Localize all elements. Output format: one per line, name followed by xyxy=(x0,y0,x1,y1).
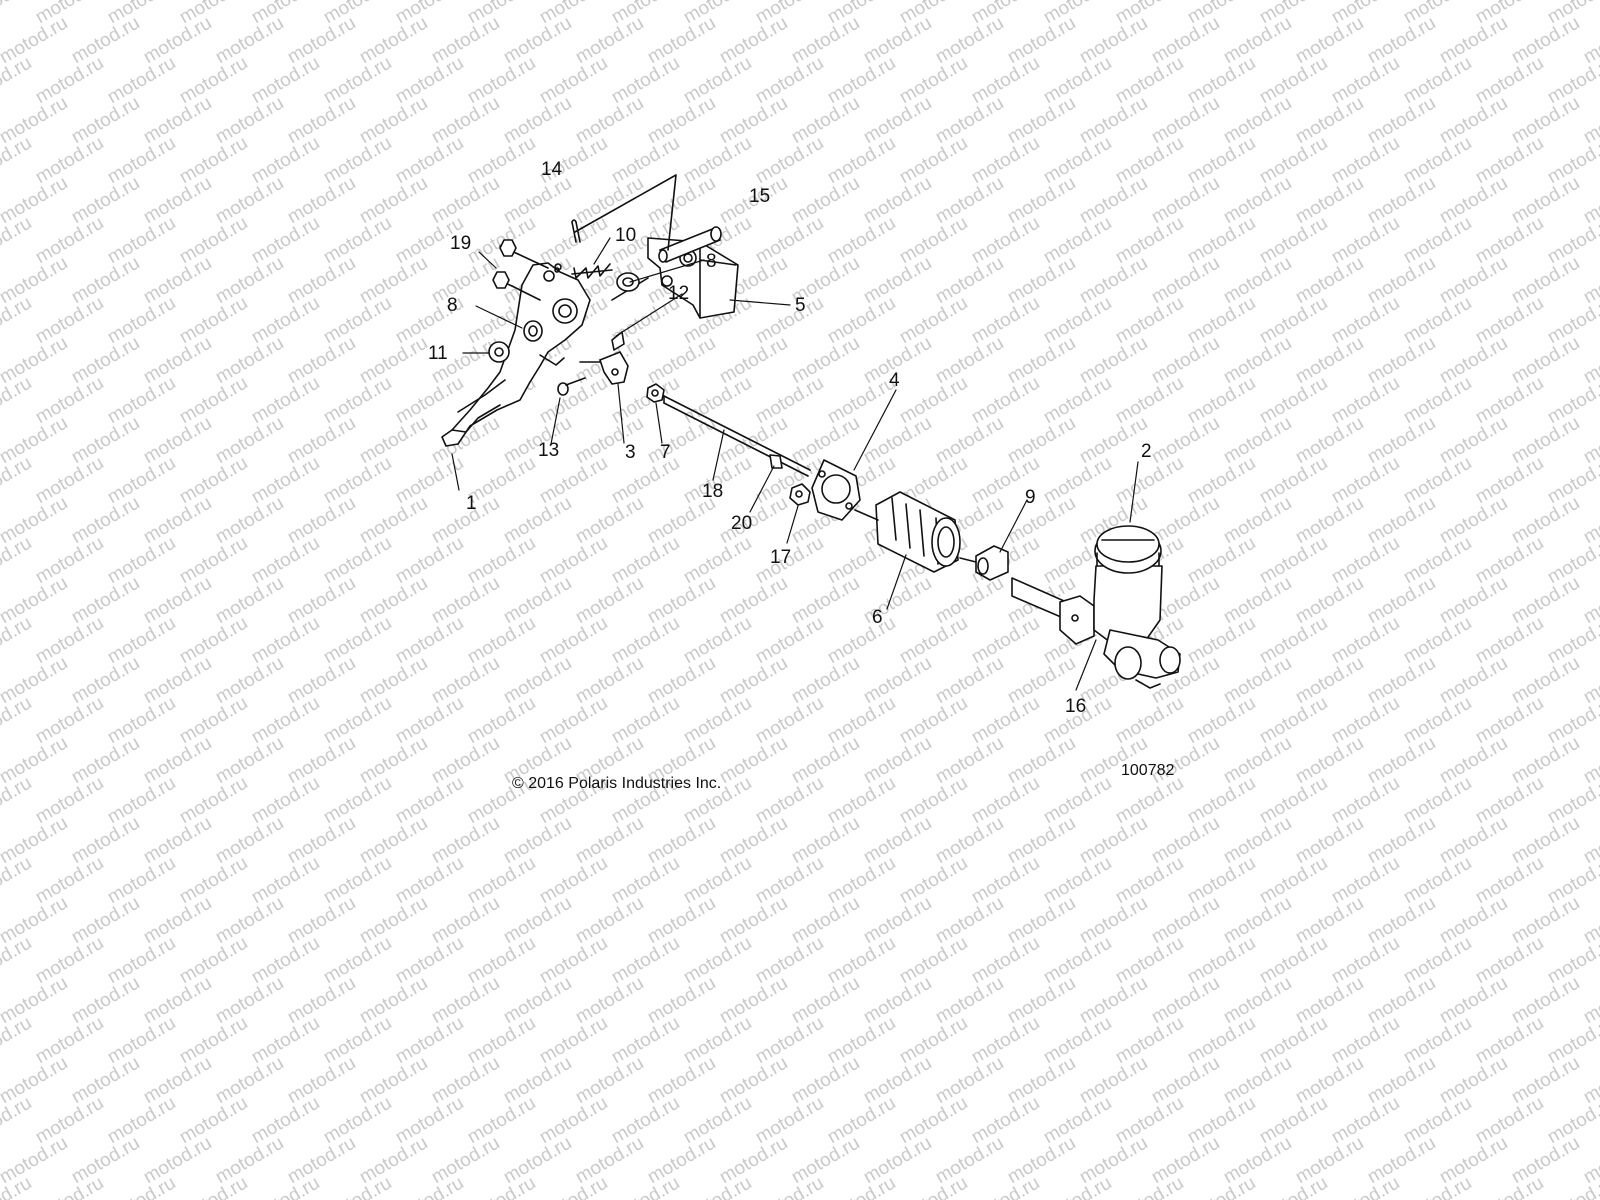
figure-code: 100782 xyxy=(1121,762,1175,779)
push-rod xyxy=(663,395,811,477)
callout-8b: 8 xyxy=(447,295,458,316)
callout-7: 7 xyxy=(660,442,671,463)
callout-3: 3 xyxy=(625,442,636,463)
callout-8a: 8 xyxy=(706,251,717,272)
callout-12: 12 xyxy=(668,283,690,304)
callout-10: 10 xyxy=(615,225,637,246)
bushing-upper xyxy=(616,272,640,292)
return-spring xyxy=(571,263,613,279)
callout-14: 14 xyxy=(541,159,563,180)
pedal-pin xyxy=(557,377,586,396)
callout-6: 6 xyxy=(872,607,883,628)
callout-13: 13 xyxy=(538,440,560,461)
callout-5: 5 xyxy=(795,295,806,316)
callout-4: 4 xyxy=(889,370,900,391)
washer xyxy=(488,341,510,363)
push-rod-adapter xyxy=(959,545,1009,581)
bolt-lower xyxy=(492,271,541,301)
callout-16: 16 xyxy=(1065,696,1087,717)
clevis-yoke xyxy=(579,351,629,385)
callout-15: 15 xyxy=(749,186,771,207)
bolt-upper xyxy=(499,239,549,269)
callout-17: 17 xyxy=(770,547,792,568)
clutch-pedal-arm xyxy=(441,262,591,447)
dust-boot xyxy=(854,491,961,573)
callout-11: 11 xyxy=(428,343,448,364)
pin-group-bracket-line xyxy=(574,174,677,251)
callout-19: 19 xyxy=(450,233,472,254)
callout-1: 1 xyxy=(466,493,477,514)
master-cylinder xyxy=(1011,525,1181,689)
rod-collar xyxy=(769,454,783,469)
leader-lines xyxy=(451,237,1139,691)
callout-20: 20 xyxy=(731,513,753,534)
boot-flange xyxy=(811,459,861,521)
bushing-lower xyxy=(523,320,543,342)
callout-9: 9 xyxy=(1025,487,1036,508)
callout-18: 18 xyxy=(702,481,724,502)
rod-nut xyxy=(789,483,811,506)
copyright-notice: © 2016 Polaris Industries Inc. xyxy=(512,775,722,792)
clevis-pin xyxy=(658,226,722,263)
cotter-pin xyxy=(571,219,581,243)
jam-nut xyxy=(646,383,665,403)
callout-2: 2 xyxy=(1141,441,1152,462)
